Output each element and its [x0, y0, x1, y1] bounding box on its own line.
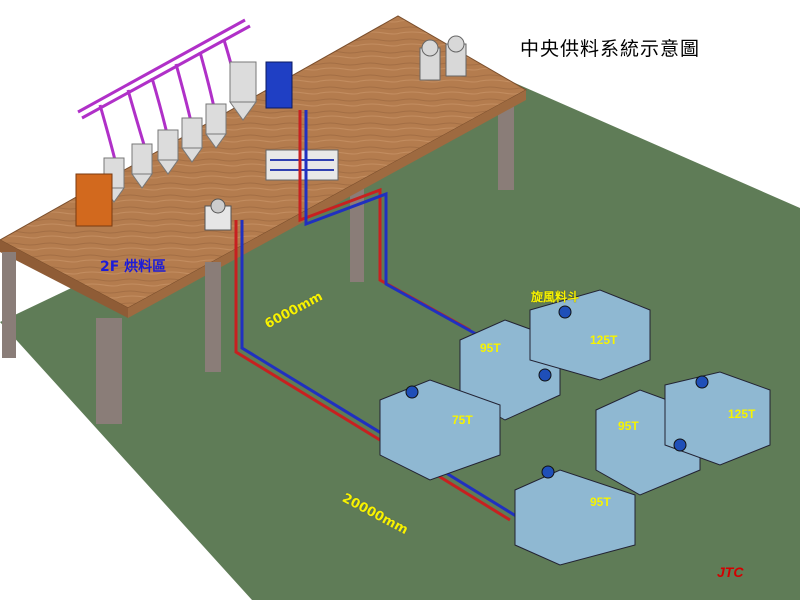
deck-leg	[205, 262, 221, 372]
machine-5: 125T	[664, 371, 771, 466]
machine-tonnage: 125T	[728, 407, 756, 421]
cyclone-hoppers	[405, 305, 709, 479]
distribution-station	[265, 149, 339, 181]
dryer-cabinet	[75, 173, 113, 227]
company-logo: JTC	[717, 564, 744, 580]
deck-edge	[128, 90, 526, 318]
machine-3: 75T	[379, 379, 501, 481]
drying-zone-label: 2F 烘料區	[100, 259, 167, 275]
control-panel	[265, 61, 293, 109]
deck-leg	[2, 252, 16, 358]
deck-hopper	[204, 198, 232, 231]
blower-units	[419, 35, 467, 81]
machine-tonnage: 95T	[590, 495, 611, 509]
injection-machines: 95T 125T 75T 95T 125T 95T	[379, 289, 771, 566]
machine-tonnage: 95T	[480, 341, 501, 355]
machine-tonnage: 95T	[618, 419, 639, 433]
deck-leg	[498, 90, 514, 190]
dryer-row	[103, 61, 257, 203]
machine-tonnage: 75T	[452, 413, 473, 427]
diagram-title: 中央供料系統示意圖	[520, 38, 701, 60]
cyclone-hopper-label: 旋風料斗	[531, 290, 580, 304]
machine-6: 95T	[514, 469, 636, 566]
machine-tonnage: 125T	[590, 333, 618, 347]
deck-edge	[0, 240, 128, 318]
deck-leg	[96, 318, 122, 424]
feed-pipes	[234, 110, 517, 522]
deck-leg	[350, 186, 364, 282]
